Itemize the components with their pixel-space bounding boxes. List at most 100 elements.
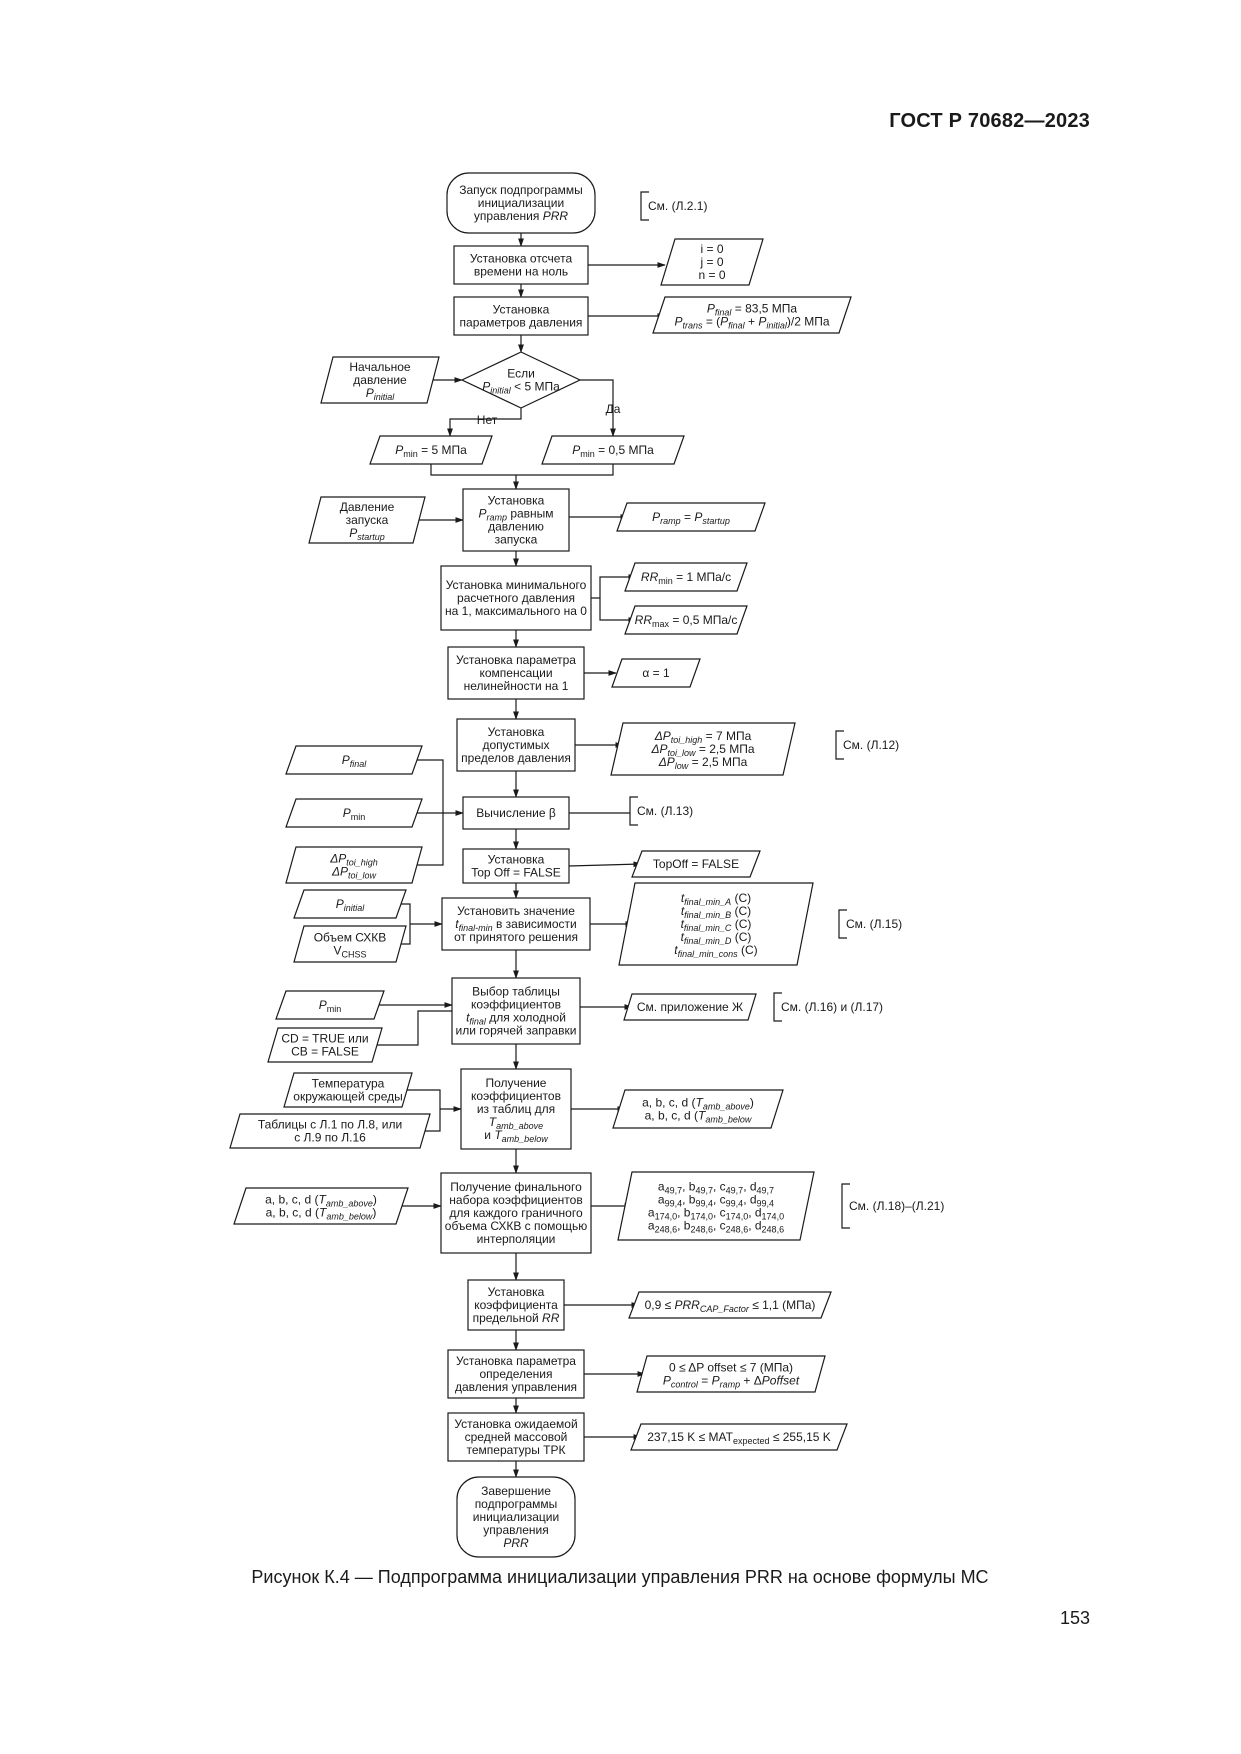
text-run: T xyxy=(318,1193,327,1207)
node-text-tfinal-list: tfinal_min_A (C)tfinal_min_B (C)tfinal_m… xyxy=(674,891,757,959)
text-line: Pinitial < 5 МПа xyxy=(482,380,560,396)
text-line: или горячей заправки xyxy=(456,1024,577,1038)
text-run: температуры ТРК xyxy=(467,1443,566,1457)
process-box xyxy=(456,718,576,772)
text-line: определения xyxy=(479,1367,552,1381)
text-run: t xyxy=(466,1011,470,1025)
node-pmin-in: Pmin xyxy=(285,798,423,828)
data-parallelogram xyxy=(320,356,440,404)
edge-8 xyxy=(430,464,614,476)
text-line: окружающей среды xyxy=(293,1090,402,1104)
edge-6 xyxy=(580,379,616,437)
text-line: Начальное xyxy=(349,360,411,374)
data-parallelogram xyxy=(628,1291,832,1319)
text-run: коэффициента xyxy=(474,1298,558,1312)
text-line: См. приложение Ж xyxy=(637,1000,743,1014)
text-line: n = 0 xyxy=(698,268,725,282)
node-note-l18-l21: См. (Л.18)–(Л.21) xyxy=(841,1183,944,1229)
data-parallelogram xyxy=(616,502,766,532)
node-alpha: α = 1 xyxy=(611,658,701,688)
text-line: tfinal_min_A (C) xyxy=(681,891,751,907)
text-run: 99,4 xyxy=(757,1199,775,1209)
text-line: Top Off = FALSE xyxy=(471,866,561,880)
text-run: расчетного давления xyxy=(457,591,575,605)
node-text-rrmin: RRmin = 1 МПа/с xyxy=(641,570,731,586)
text-run: для каждого граничного xyxy=(449,1206,583,1220)
text-line: компенсации xyxy=(479,666,552,680)
data-parallelogram xyxy=(610,722,796,776)
text-run: (C) xyxy=(731,891,751,905)
text-line: a49,7, b49,7, c49,7, d49,7 xyxy=(658,1180,774,1196)
text-run: P xyxy=(349,526,357,540)
text-line: температуры ТРК xyxy=(467,1443,566,1457)
text-run: initial xyxy=(374,392,396,402)
text-line: a, b, c, d (Tamb_below) xyxy=(266,1206,377,1222)
node-rrmin: RRmin = 1 МПа/с xyxy=(624,562,748,592)
text-line: Завершение xyxy=(481,1484,551,1498)
node-pmin-5: Pmin = 5 МПа xyxy=(369,435,493,465)
text-run: P xyxy=(707,302,715,316)
text-run: набора коэффициентов xyxy=(449,1193,582,1207)
text-run: amb_above xyxy=(326,1199,373,1209)
text-run: и xyxy=(484,1128,494,1142)
text-run: n = 0 xyxy=(698,268,725,282)
text-run: startup xyxy=(357,532,385,542)
text-run: , b xyxy=(677,1219,691,1233)
text-line: См. (Л.18)–(Л.21) xyxy=(849,1199,944,1213)
text-line: Pmin xyxy=(319,998,342,1014)
node-calc-beta: Вычисление β xyxy=(462,796,570,830)
text-run: = 0,5 МПа xyxy=(595,443,654,457)
text-run: P xyxy=(720,315,728,329)
node-text-abcd-in: a, b, c, d (Tamb_above)a, b, c, d (Tamb_… xyxy=(265,1193,377,1222)
text-run: P xyxy=(572,443,580,457)
text-line: ΔPtoi_low = 2,5 МПа xyxy=(650,742,754,758)
annotation-bracket xyxy=(841,1183,850,1229)
text-run: См. (Л.2.1) xyxy=(648,199,707,213)
text-run: ) xyxy=(372,1206,376,1220)
text-run: amb_below xyxy=(502,1134,549,1144)
process-box xyxy=(451,977,581,1045)
text-run: final_min_C xyxy=(684,923,732,933)
text-run: давления управления xyxy=(455,1380,577,1394)
text-run: 0,9 ≤ xyxy=(645,1298,675,1312)
text-line: коэффициента xyxy=(474,1298,558,1312)
text-run: ramp xyxy=(720,1380,741,1390)
text-run: amb_below xyxy=(326,1212,373,1222)
text-run: t xyxy=(681,891,685,905)
text-line: См. (Л.2.1) xyxy=(648,199,707,213)
text-run: toi_high xyxy=(671,735,703,745)
text-line: из таблиц для xyxy=(477,1102,555,1116)
text-run: = 2,5 МПа xyxy=(688,755,747,769)
text-run: запуска xyxy=(346,513,389,527)
process-box xyxy=(462,488,570,552)
text-run: (C) xyxy=(731,917,751,931)
text-run: Объем СХКВ xyxy=(314,931,387,945)
data-parallelogram xyxy=(660,238,764,286)
text-run: 99,4 xyxy=(665,1199,683,1209)
text-run: PRR xyxy=(675,1298,701,1312)
text-line: Pmin xyxy=(343,806,366,822)
text-line: Получение финального xyxy=(450,1180,582,1194)
text-run: a xyxy=(658,1193,665,1207)
text-run: TopOff = FALSE xyxy=(653,857,739,871)
data-parallelogram xyxy=(636,1355,826,1393)
text-line: α = 1 xyxy=(642,666,670,680)
text-line: управления PRR xyxy=(474,209,568,223)
text-line: j = 0 xyxy=(699,255,723,269)
text-run: Начальное xyxy=(349,360,411,374)
text-line: a, b, c, d (Tamb_above) xyxy=(642,1096,754,1112)
process-box xyxy=(460,1068,572,1150)
text-line: ΔPtoi_high xyxy=(329,852,378,868)
text-run: Poffset xyxy=(762,1374,800,1388)
